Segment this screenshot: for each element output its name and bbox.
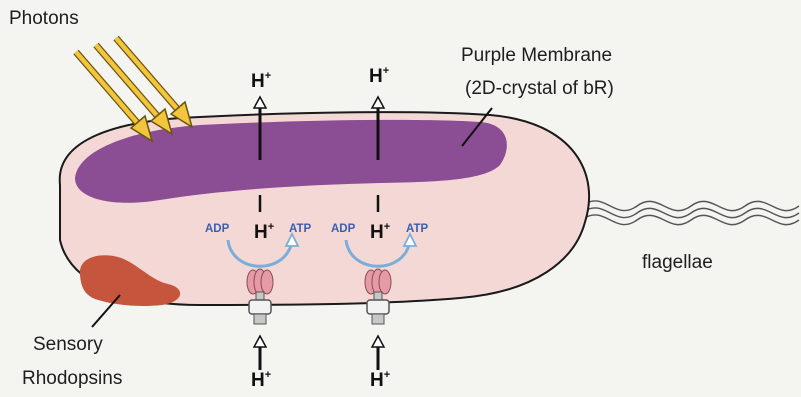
rhodopsins-label: Rhodopsins xyxy=(22,368,122,389)
proton-influx-arrow xyxy=(372,336,384,370)
proton-label: H+ xyxy=(251,369,271,391)
purple-membrane-label: Purple Membrane xyxy=(461,45,612,66)
atp-label: ATP xyxy=(289,223,311,235)
adp-label: ADP xyxy=(205,223,230,235)
adp-label: ADP xyxy=(331,223,356,235)
photons-label: Photons xyxy=(9,8,79,29)
purple-membrane-sublabel: (2D-crystal of bR) xyxy=(465,78,614,99)
flagellae-label: flagellae xyxy=(642,252,713,273)
proton-label: H+ xyxy=(370,369,390,391)
flagellae xyxy=(583,201,799,225)
proton-label: H+ xyxy=(369,65,389,87)
sensory-label: Sensory xyxy=(33,334,103,355)
proton-label: H+ xyxy=(251,70,271,92)
proton-influx-arrow xyxy=(254,336,266,370)
atp-label: ATP xyxy=(406,223,428,235)
